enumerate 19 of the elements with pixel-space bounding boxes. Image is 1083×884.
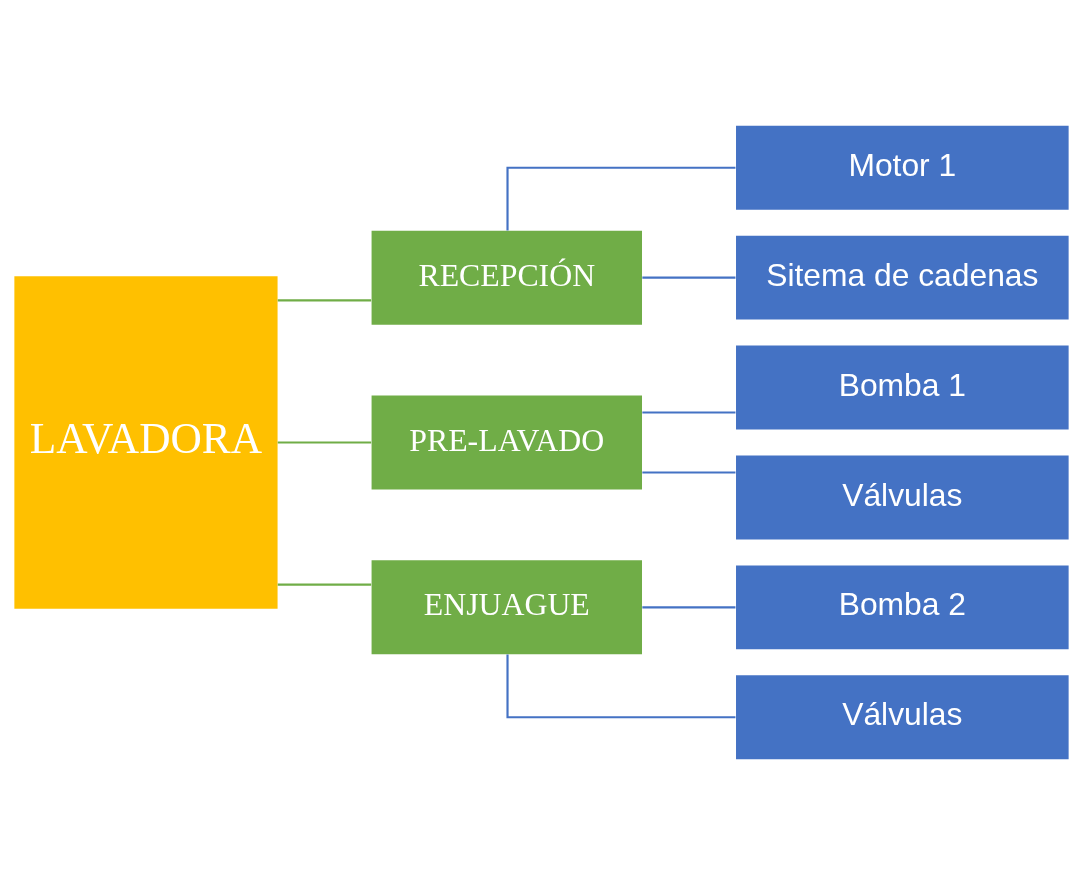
connector: [642, 605, 736, 608]
connector: [506, 166, 736, 230]
node-box: Válvulas: [736, 674, 1069, 759]
node-box: Sitema de cadenas: [736, 235, 1069, 320]
connector: [642, 410, 736, 414]
connector: [277, 583, 372, 586]
connector: [642, 470, 736, 474]
connector: [277, 298, 372, 301]
node-box: RECEPCIÓN: [371, 230, 642, 325]
node-box: Válvulas: [736, 455, 1069, 539]
connector: [506, 654, 736, 718]
node-box: LAVADORA: [14, 275, 278, 609]
node-box: PRE-LAVADO: [371, 395, 642, 489]
connector: [277, 440, 372, 444]
node-box: ENJUAGUE: [371, 559, 642, 654]
node-box: Bomba 1: [736, 345, 1069, 429]
node-box: Bomba 2: [736, 564, 1069, 649]
connector: [642, 276, 736, 279]
node-box: Motor 1: [736, 125, 1069, 210]
